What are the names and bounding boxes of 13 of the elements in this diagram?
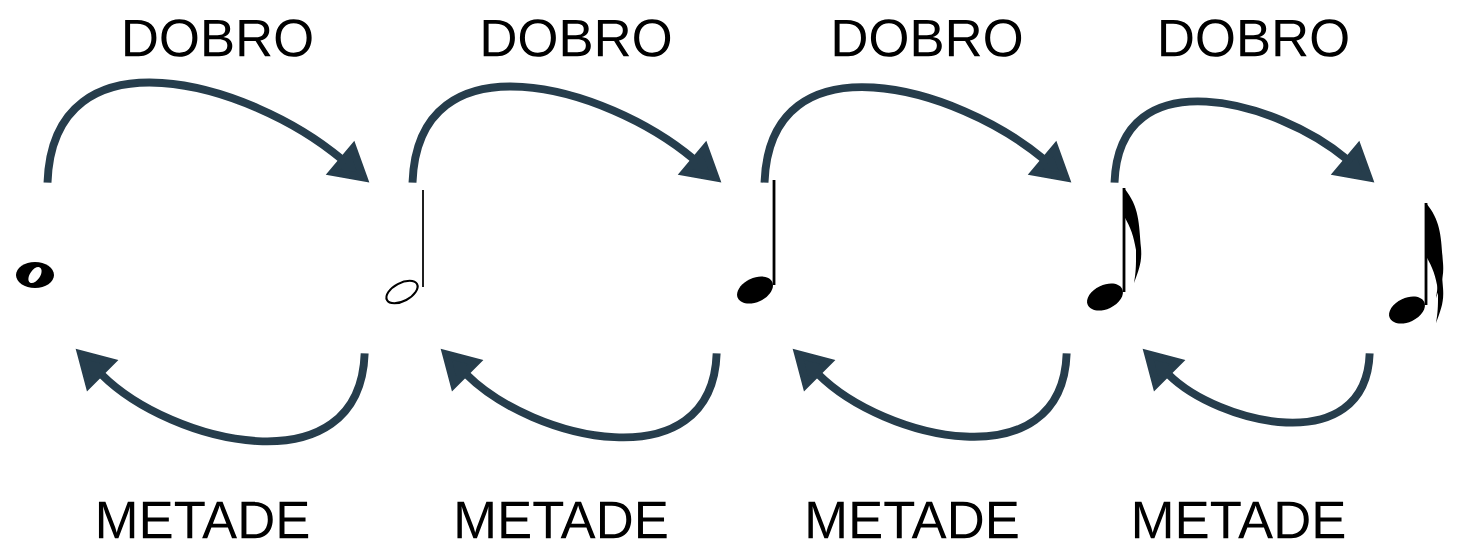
edge-label: DOBRO bbox=[1161, 19, 1348, 57]
edge-label: DOBRO bbox=[834, 19, 1022, 57]
note-drawing bbox=[385, 189, 424, 305]
note-drawing bbox=[737, 180, 776, 304]
edge-label: METADE bbox=[98, 501, 309, 539]
note-drawing bbox=[1389, 203, 1444, 324]
edge-label: DOBRO bbox=[125, 19, 312, 57]
note-drawing bbox=[16, 262, 54, 288]
edge-label: DOBRO bbox=[483, 19, 671, 57]
note-drawing bbox=[1087, 188, 1142, 311]
edge-label: METADE bbox=[808, 501, 1018, 539]
edge-label: METADE bbox=[457, 501, 667, 539]
edge-label: METADE bbox=[1134, 501, 1345, 539]
